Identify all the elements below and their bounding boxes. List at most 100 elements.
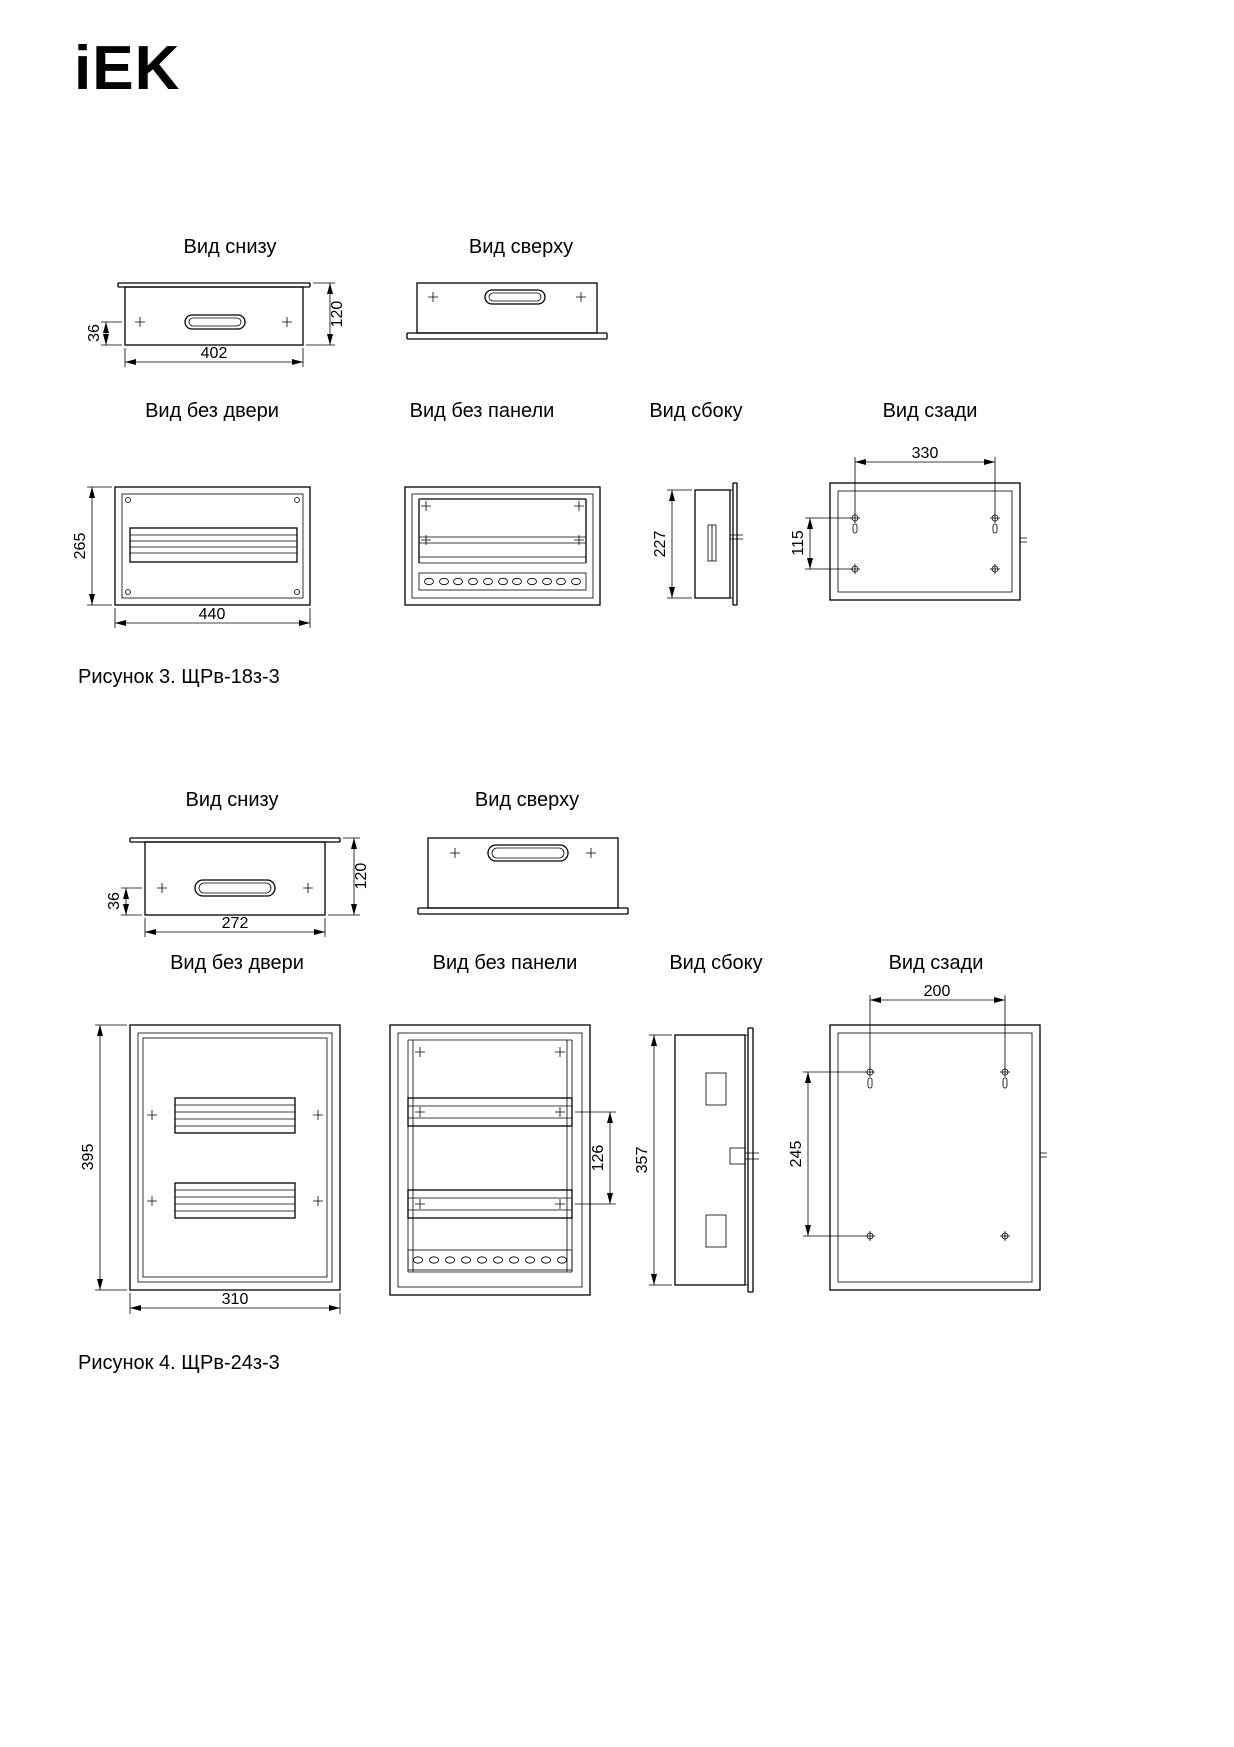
handle-slot (487, 844, 569, 862)
fig3-panel-view-title: Вид без панели (409, 400, 555, 422)
enclosure-body (427, 837, 619, 909)
fig4-panel-view-title: Вид без панели (432, 952, 578, 974)
dim-label-front-width: 310 (222, 1291, 249, 1308)
dimension-offset: 36 (86, 321, 122, 346)
handle-slot (194, 879, 276, 897)
fig3-side-view-title: Вид сбоку (649, 400, 743, 422)
fig3-bottom-view-drawing: 402 120 36 (86, 282, 346, 367)
fig4-rear-view-title: Вид сзади (888, 952, 984, 974)
latch-marks (730, 534, 743, 540)
enclosure-body (144, 841, 326, 916)
fig4-rear-view-drawing: 200 245 (788, 983, 1047, 1291)
dimension-width: 272 (144, 915, 326, 937)
perforated-strip (418, 572, 587, 591)
dim-label-rail-spacing: 126 (590, 1145, 607, 1172)
dimension-height: 357 (634, 1034, 672, 1286)
mounting-holes (865, 1067, 1010, 1241)
fig4-front-view-title: Вид без двери (170, 952, 304, 974)
dimension-height: 395 (80, 1024, 127, 1291)
dimension-depth: 120 (328, 837, 370, 916)
fig3-rear-view-title: Вид сзади (882, 400, 978, 422)
dim-label-bottom-width: 272 (222, 915, 249, 932)
mounting-plate (418, 498, 587, 564)
dim-label-front-height: 395 (80, 1144, 97, 1171)
fig4-side-view-title: Вид сбоку (669, 952, 763, 974)
side-members (407, 1039, 573, 1273)
dim-label-side-height: 357 (634, 1147, 651, 1174)
fig3-side-view-drawing: 227 (652, 482, 743, 606)
enclosure-body (694, 482, 738, 606)
screw-marks (450, 848, 596, 858)
module-aperture-2 (174, 1182, 296, 1219)
enclosure-frame (829, 1024, 1041, 1291)
dim-label-rear-height: 245 (788, 1141, 805, 1168)
dim-label-front-width: 440 (199, 606, 226, 623)
module-aperture (129, 527, 298, 563)
dim-label-front-height: 265 (72, 533, 89, 560)
dim-label-bottom-width: 402 (201, 345, 228, 362)
dim-label-rear-span: 200 (924, 983, 951, 1000)
dim-label-bottom-offset: 36 (106, 892, 123, 910)
fig4-front-view-drawing: 395 310 (80, 1024, 341, 1314)
fig3-bottom-view-title: Вид снизу (183, 236, 277, 258)
latch-marks (1040, 1152, 1047, 1158)
screw-marks (428, 292, 586, 302)
side-slot (707, 524, 717, 562)
corner-screws (125, 497, 300, 595)
dimension-width: 440 (114, 606, 311, 628)
latch-marks (1020, 537, 1027, 543)
dimension-depth: 120 (306, 282, 346, 346)
enclosure-frame (829, 482, 1021, 601)
dim-label-bottom-depth: 120 (329, 301, 346, 328)
dim-label-rear-height: 115 (790, 530, 807, 556)
iek-logo: iEK (74, 34, 181, 103)
screw-marks (157, 883, 313, 893)
dimension-rail-spacing: 126 (575, 1111, 616, 1205)
fig3-top-view-drawing (406, 282, 608, 340)
knockout-marks (705, 1072, 727, 1248)
mounting-holes (850, 513, 1000, 574)
fig3-front-view-drawing: 265 440 (72, 486, 311, 628)
enclosure-body (416, 282, 598, 334)
dimension-width: 402 (124, 345, 304, 367)
dimension-height: 265 (72, 486, 112, 606)
corner-screws (147, 1110, 323, 1206)
din-rail-2 (407, 1189, 573, 1219)
fig4-bottom-view-drawing: 272 120 36 (106, 837, 370, 937)
fig4-caption: Рисунок 4. ЩРв-24з-3 (78, 1352, 280, 1374)
dimension-hole-span: 200 (869, 983, 1006, 1068)
enclosure-frame (129, 1024, 341, 1291)
dim-label-rear-span: 330 (912, 445, 939, 462)
din-rail-1 (407, 1097, 573, 1127)
dimension-height: 227 (652, 489, 692, 599)
handle-slot (484, 289, 546, 305)
dimension-hole-height: 245 (788, 1071, 866, 1237)
enclosure-frame (389, 1024, 591, 1296)
fig4-panel-view-drawing: 126 (389, 1024, 616, 1296)
dimension-width: 310 (129, 1291, 341, 1314)
dimension-hole-span: 330 (854, 445, 996, 514)
latch-marks (729, 1147, 759, 1165)
fig3-rear-view-drawing: 330 115 (790, 445, 1027, 601)
handle-slot (184, 314, 246, 330)
enclosure-flange (406, 332, 608, 340)
perforated-strip (407, 1249, 573, 1271)
enclosure-body (124, 286, 304, 346)
module-aperture-1 (174, 1097, 296, 1134)
fig4-bottom-view-title: Вид снизу (185, 789, 279, 811)
screw-marks (135, 317, 292, 327)
enclosure-frame (114, 486, 311, 606)
dim-label-bottom-depth: 120 (353, 863, 370, 890)
fig4-top-view-drawing (417, 837, 629, 915)
fig4-top-view-title: Вид сверху (474, 789, 580, 811)
enclosure-flange (417, 907, 629, 915)
dim-label-side-height: 227 (652, 531, 669, 558)
fig3-front-view-title: Вид без двери (145, 400, 279, 422)
dimension-offset: 36 (106, 887, 142, 916)
dim-label-bottom-offset: 36 (86, 324, 103, 342)
fig3-caption: Рисунок 3. ЩРв-18з-3 (78, 666, 280, 688)
fig3-panel-view-drawing (404, 486, 601, 606)
dimension-hole-height: 115 (790, 517, 851, 570)
enclosure-body (674, 1027, 754, 1293)
